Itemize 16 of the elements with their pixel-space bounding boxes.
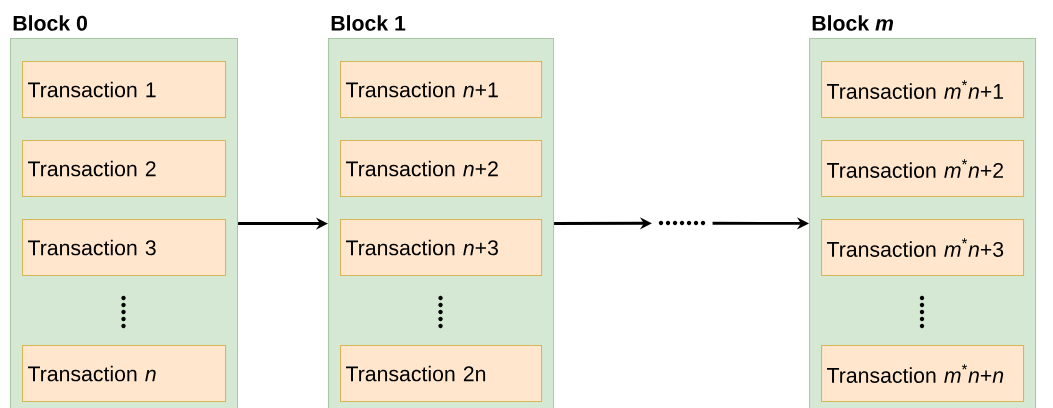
block-heading: Block 0 [13,15,87,31]
transaction-box: Transaction 2n [340,345,543,403]
transaction-box: Transaction m$^{*}$n+n [821,345,1025,403]
transaction-box: Transaction m$^{*}$n+1 [821,61,1025,119]
transaction-box: Transaction 2 [22,140,227,198]
transaction-box: Transaction 3 [22,219,227,277]
horizontal-ellipsis [658,220,706,226]
block-heading: Block m [812,15,894,31]
transaction-box: Transaction n+1 [340,61,543,119]
transaction-box: Transaction m$^{*}$n+3 [821,219,1025,277]
transaction-box: Transaction 1 [22,61,227,119]
block-heading: Block 1 [331,15,406,31]
transaction-box: Transaction n [22,345,227,403]
transaction-box: Transaction m$^{*}$n+2 [821,140,1025,198]
transaction-box: Transaction n+3 [340,219,543,277]
transaction-box: Transaction n+2 [340,140,543,198]
